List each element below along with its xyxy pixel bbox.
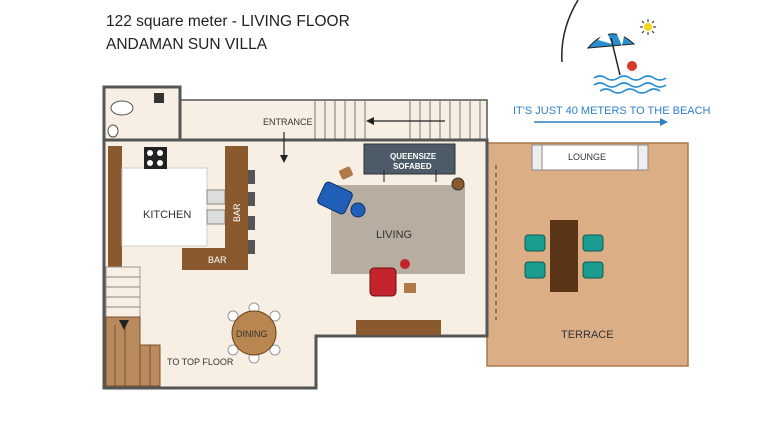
kitchen-label: KITCHEN [143,209,191,221]
living-label: LIVING [376,229,412,241]
dining-label: DINING [236,329,268,339]
bar-horizontal [182,248,248,270]
entrance-corridor [179,99,488,141]
dining-table: DINING [227,302,281,364]
queensize-sofabed: QUEENSIZE SOFABED [363,143,456,182]
sun-icon [640,19,656,35]
arrow-right-icon [534,118,668,126]
bar-stools [248,170,255,254]
stove-icon [144,147,167,169]
shower-icon [154,93,164,103]
kitchen-counter [108,146,122,290]
bar-label-vertical: BAR [232,203,242,222]
stairs-to-top-floor[interactable] [105,266,161,387]
sofabed-label-1: QUEENSIZE [390,152,437,161]
stairs-label: TO TOP FLOOR [167,357,234,367]
terrace-label: TERRACE [561,329,614,341]
beach-distance-text: IT'S JUST 40 METERS TO THE BEACH [513,105,711,117]
terrace-dining-set [524,220,604,292]
red-armchair [369,259,416,297]
sofabed-label-2: SOFABED [393,162,432,171]
beach-graphic: IT'S JUST 40 METERS TO THE BEACH [513,0,711,126]
lounge-label: LOUNGE [568,152,606,162]
toilet-icon [107,100,134,138]
round-side-table [451,177,465,191]
entrance-arrow-icon [366,117,445,125]
living-rug [331,185,465,274]
entrance-down-arrow-icon [280,132,288,163]
curve-line [561,0,579,63]
waves-icon [593,75,667,94]
tv-console [356,320,441,335]
entrance-stairs [314,100,481,140]
beach-umbrella-icon [586,30,636,76]
title-villa: ANDAMAN SUN VILLA [106,36,268,53]
sink-icon [206,189,226,225]
side-table [339,166,353,180]
bar-vertical [225,146,248,270]
beach-ball-icon [627,61,637,71]
title-area: 122 square meter - LIVING FLOOR [106,13,350,30]
bar-label-horizontal: BAR [208,255,227,265]
entrance-label: ENTRANCE [263,117,313,127]
blue-armchair [317,181,366,218]
kitchen-island [121,167,208,247]
lounge-sofa: LOUNGE [531,144,649,171]
